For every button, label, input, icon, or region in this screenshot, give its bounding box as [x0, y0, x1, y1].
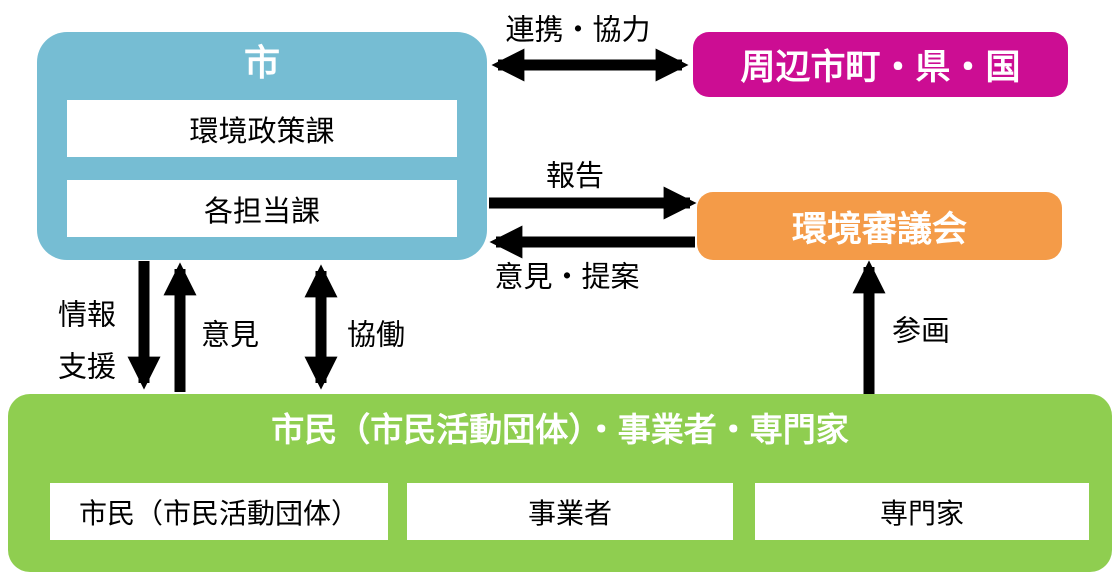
environmental-council-box: 環境審議会 [697, 192, 1062, 260]
label-opinion: 意見 [200, 317, 260, 352]
member-citizens-groups: 市民（市民活動団体） [50, 483, 388, 540]
city-box: 市 環境政策課 各担当課 [37, 32, 487, 260]
department-each-division: 各担当課 [67, 180, 457, 237]
label-participation: 参画 [891, 313, 951, 348]
label-report: 報告 [545, 158, 605, 193]
surrounding-municipalities-box: 周辺市町・県・国 [693, 32, 1068, 97]
label-information: 情報 [57, 297, 117, 332]
member-businesses: 事業者 [407, 483, 733, 540]
label-opinion-proposal: 意見・提案 [494, 259, 640, 294]
member-experts: 専門家 [755, 483, 1089, 540]
label-support: 支援 [57, 349, 117, 384]
label-collaboration: 協働 [346, 317, 406, 352]
citizens-businesses-experts-box: 市民（市民活動団体）・事業者・専門家 市民（市民活動団体） 事業者 専門家 [8, 394, 1112, 572]
department-environment-policy: 環境政策課 [67, 100, 457, 157]
city-box-title: 市 [243, 43, 280, 84]
label-cooperation: 連携・協力 [505, 12, 651, 47]
citizens-box-title: 市民（市民活動団体）・事業者・専門家 [271, 410, 849, 449]
